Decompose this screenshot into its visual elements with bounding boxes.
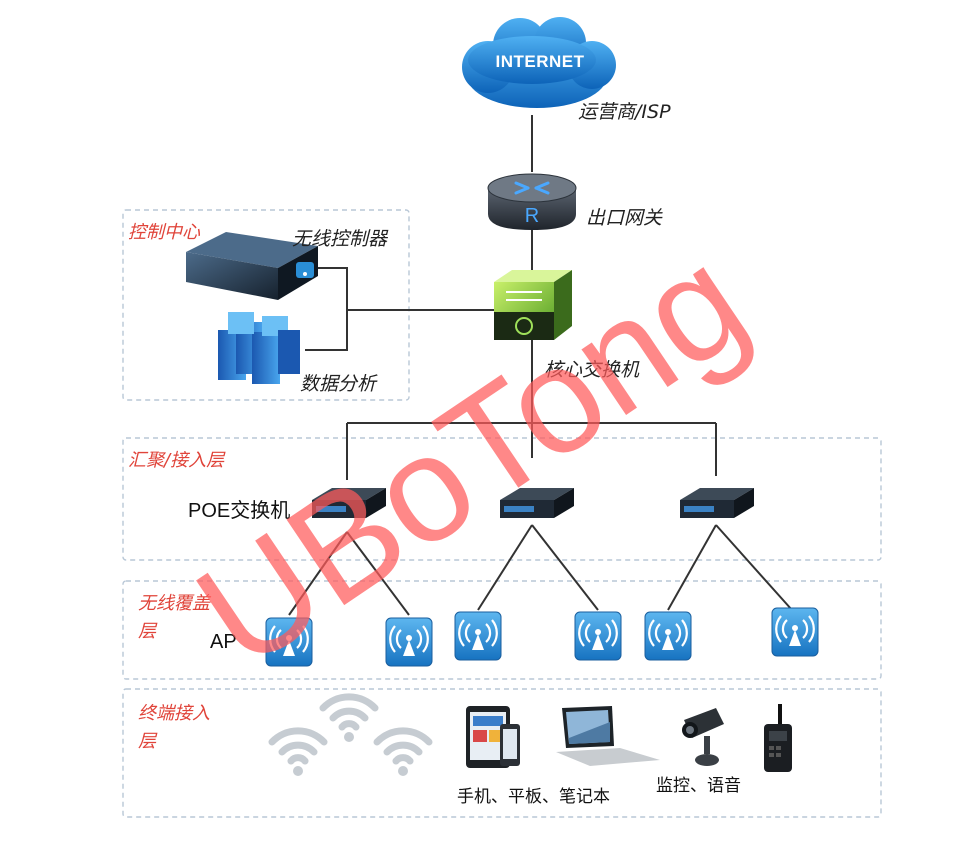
wireless-controller-icon — [186, 232, 318, 300]
data-analysis-label: 数据分析 — [300, 373, 378, 395]
devices-label: 手机、平板、笔记本 — [457, 787, 610, 807]
ap-icon-2 — [384, 616, 434, 668]
wireless-controller-label: 无线控制器 — [292, 228, 389, 250]
wireless-layer-title-line2: 层 — [138, 621, 158, 642]
data-analysis-icon — [218, 312, 300, 384]
wifi-signal-icon-1 — [272, 731, 324, 776]
laptop-icon — [556, 706, 660, 766]
poe-switch-label: POE交换机 — [188, 499, 290, 522]
tablet-phone-icon — [466, 706, 520, 768]
wifi-signal-icon-2 — [323, 697, 375, 742]
ap-label: AP — [210, 631, 237, 653]
control-center-zone — [122, 209, 410, 401]
walkie-talkie-icon — [764, 704, 792, 772]
control-center-title: 控制中心 — [128, 222, 201, 243]
core-switch-caption: 核心交换机 — [544, 359, 640, 381]
gateway-caption: 出口网关 — [586, 207, 663, 229]
security-camera-icon — [682, 708, 724, 766]
core-switch-icon — [494, 270, 572, 340]
poe-switch-icon-3 — [680, 488, 754, 518]
ap-icon-5 — [643, 610, 693, 662]
wireless-layer-title-line1: 无线覆盖 — [138, 593, 212, 614]
wireless-layer-zone — [122, 580, 882, 680]
isp-caption: 运营商/ISP — [578, 101, 671, 123]
ap-icon-3 — [453, 610, 503, 662]
ap-icon-4 — [573, 610, 623, 662]
connection-lines — [288, 115, 793, 616]
wifi-signal-icon-3 — [377, 731, 429, 776]
terminal-layer-title-line1: 终端接入 — [138, 703, 210, 724]
internet-cloud: INTERNET — [462, 17, 616, 108]
router-letter: R — [525, 205, 539, 227]
terminal-layer-title-line2: 层 — [138, 731, 158, 752]
gateway-router-icon: R — [487, 173, 577, 230]
aggregation-layer-title: 汇聚/接入层 — [128, 450, 226, 471]
internet-label: INTERNET — [496, 52, 585, 71]
ap-icon-6 — [770, 606, 820, 658]
monitor-voice-label: 监控、语音 — [656, 776, 741, 796]
aggregation-layer-zone — [122, 437, 882, 561]
